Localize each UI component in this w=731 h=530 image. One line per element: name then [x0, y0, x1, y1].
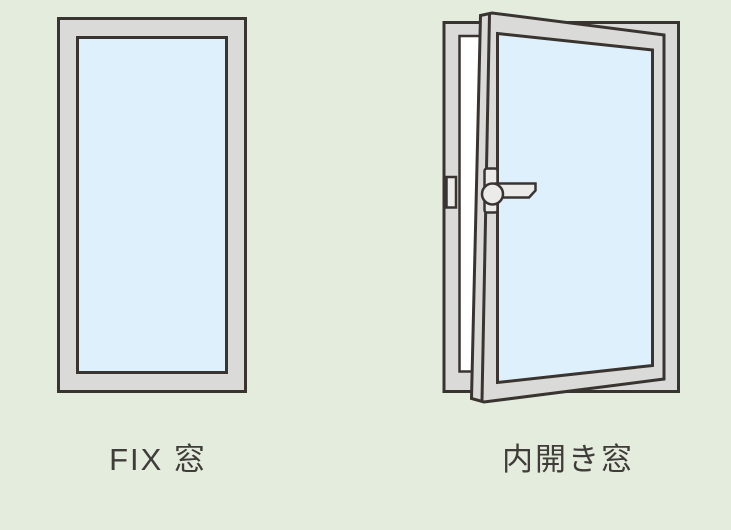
latch-keeper — [445, 175, 458, 209]
handle-pivot — [480, 182, 505, 206]
fix-window-label: FIX 窓 — [109, 442, 207, 477]
inward-window-glass — [496, 31, 654, 385]
fix-window-glass — [76, 36, 228, 374]
fix-window-illustration — [57, 17, 247, 393]
inward-window-illustration — [442, 11, 680, 404]
inward-window-label: 内開き窓 — [502, 442, 634, 477]
